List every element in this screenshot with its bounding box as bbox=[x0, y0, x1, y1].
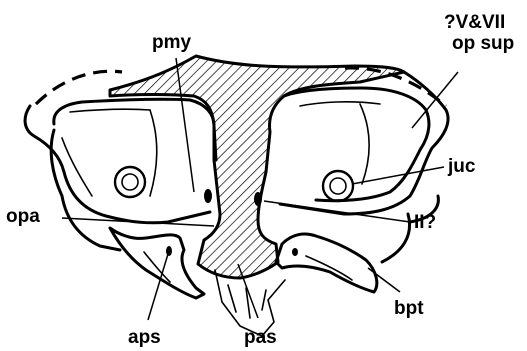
right-lower-foramen bbox=[292, 248, 298, 256]
label-op-sup: op sup bbox=[452, 33, 514, 54]
label-opa: opa bbox=[6, 206, 40, 227]
left-foramen-ring bbox=[115, 167, 145, 197]
left-black-foramen bbox=[204, 189, 212, 203]
right-foramen-ring bbox=[323, 171, 353, 201]
left-orbital-wing bbox=[25, 99, 216, 223]
label-v-vii: ?V&VII bbox=[444, 12, 505, 33]
label-bpt: bpt bbox=[394, 298, 424, 319]
label-ii: II? bbox=[414, 212, 436, 233]
left-basipterygoid-process bbox=[110, 228, 204, 298]
aps-foramen bbox=[166, 246, 172, 256]
label-aps: aps bbox=[128, 327, 161, 348]
right-basipterygoid-process bbox=[276, 234, 377, 292]
leader-ii bbox=[264, 201, 410, 222]
label-pmy: pmy bbox=[152, 32, 192, 53]
label-juc: juc bbox=[447, 156, 476, 177]
label-pas: pas bbox=[244, 327, 277, 348]
leader-opa bbox=[62, 218, 214, 226]
leader-bpt bbox=[368, 268, 400, 292]
leader-op-sup bbox=[412, 72, 458, 128]
right-black-foramen bbox=[254, 192, 262, 206]
right-orbital-wing bbox=[280, 72, 448, 214]
leader-aps bbox=[148, 254, 168, 320]
